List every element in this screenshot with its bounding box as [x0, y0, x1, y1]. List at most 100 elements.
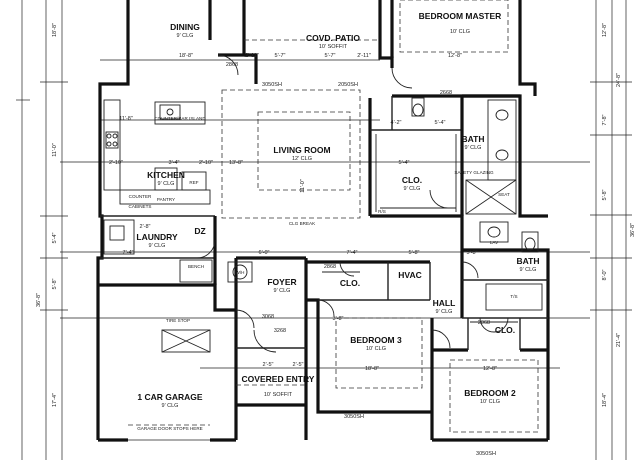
dim-right-7-8: 7'-8" — [602, 114, 608, 125]
room-hall-ceiling: 9' CLG — [436, 309, 453, 315]
dim-laundry-7-4: 7'-4" — [123, 250, 134, 256]
pantry — [154, 167, 178, 191]
water-heater-closet — [227, 261, 253, 283]
room-labels: DINING 9' CLG COVD. PATIO 10' SOFFIT BED… — [136, 11, 539, 409]
dim-dining-width: 18'-8" — [179, 53, 193, 59]
window-size-3050c: 3050SH — [476, 451, 496, 457]
dim-bedroom3-18-8: 18'-8" — [365, 366, 379, 372]
room-hall: HALL — [433, 298, 456, 308]
dim-master-width: 12'-8" — [448, 53, 462, 59]
dim-bath-5-4b: 5'-4" — [435, 120, 446, 126]
master-vanity — [487, 99, 517, 181]
note-lav: LAV — [490, 240, 499, 245]
range — [105, 131, 119, 149]
dim-patio-left: 5'-7" — [275, 53, 286, 59]
room-dining-ceiling: 9' CLG — [177, 33, 194, 39]
dim-right-36-8: 36'-8" — [630, 223, 636, 237]
room-bedroom3: BEDROOM 3 — [350, 335, 402, 345]
dim-kitchen-2-10b: 2'-10" — [199, 160, 213, 166]
room-foyer-ceiling: 9' CLG — [274, 288, 291, 294]
dim-left-11-0: 11'-0" — [52, 143, 58, 157]
refrigerator — [181, 171, 207, 191]
water-heater — [232, 264, 248, 280]
note-pantry: PANTRY — [157, 197, 175, 202]
room-closet-master-ceiling: 9' CLG — [404, 186, 421, 192]
room-bath-master-ceiling: 9' CLG — [465, 145, 482, 151]
dim-bath-5-4: 5'-4" — [399, 160, 410, 166]
dim-bedroom2-5-8: 5'-8" — [467, 250, 478, 256]
dim-foyer-7-4: 7'-4" — [347, 250, 358, 256]
room-patio: COVD. PATIO — [306, 33, 360, 43]
dim-covered-2-5a: 2'-5" — [263, 362, 274, 368]
room-covered-entry-ceiling: 10' SOFFIT — [264, 392, 293, 398]
window-size-3050a: 3050SH — [262, 82, 282, 88]
kitchen-counter-left — [103, 99, 121, 191]
room-dz: DZ — [194, 226, 205, 236]
dim-bedroom2-12-8: 12'-8" — [483, 366, 497, 372]
room-living-ceiling: 12' CLG — [292, 156, 312, 162]
fixtures — [103, 97, 543, 441]
dim-living-depth: 11'-0" — [300, 179, 306, 193]
door-swings — [196, 54, 509, 353]
dim-bath-4-2: 4'-2" — [391, 120, 402, 126]
room-closet-master: CLO. — [402, 175, 422, 185]
room-patio-ceiling: 10' SOFFIT — [319, 44, 348, 50]
door-size-2868b: 2868 — [324, 264, 336, 270]
note-counter-island: COUNTER/BAR ISLAND — [154, 116, 206, 121]
laundry-counter — [103, 219, 135, 255]
plan-notes: TIRE STOP GARAGE DOOR STOPS HERE SAFETY … — [129, 116, 518, 431]
dim-right-24-8: 24'-8" — [616, 73, 622, 87]
room-laundry-ceiling: 9' CLG — [149, 243, 166, 249]
kitchen-sink — [159, 104, 181, 120]
door-size-2668: 2668 — [440, 90, 452, 96]
room-master-ceiling: 10' CLG — [450, 29, 470, 35]
room-hvac: HVAC — [398, 270, 421, 280]
dim-right-18-4: 18'-4" — [602, 393, 608, 407]
dim-foyer-6-0: 6'-0" — [259, 250, 270, 256]
room-bath-master: BATH — [462, 134, 485, 144]
bath2-toilet — [521, 231, 539, 253]
note-tire-stop: TIRE STOP — [166, 318, 190, 323]
dim-patio-edge-left: 2'-11" — [245, 53, 259, 59]
room-bath2: BATH — [517, 256, 540, 266]
bath2-vanity — [479, 221, 509, 243]
dim-right-12-8: 12'-8" — [602, 23, 608, 37]
room-master: BEDROOM MASTER — [419, 11, 502, 21]
bench — [179, 259, 213, 283]
room-bath2-ceiling: 9' CLG — [520, 267, 537, 273]
ceiling-break-lines — [221, 0, 539, 433]
room-bedroom2-ceiling: 10' CLG — [480, 399, 500, 405]
room-bedroom3-ceiling: 10' CLG — [366, 346, 386, 352]
note-garage-door: GARAGE DOOR STOPS HERE — [137, 426, 203, 431]
room-laundry: LAUNDRY — [136, 232, 178, 242]
door-size-2068: 2068 — [478, 320, 490, 326]
room-closet-bedroom2: CLO. — [495, 325, 515, 335]
bath2-tub — [485, 283, 543, 311]
dim-bedroom3-3-8: 3'-8" — [333, 316, 344, 322]
window-size-2050: 2050SH — [338, 82, 358, 88]
dim-left-5-4: 5'-4" — [52, 232, 58, 243]
dim-left-18-8: 18'-8" — [52, 23, 58, 37]
room-dining: DINING — [170, 22, 200, 32]
room-garage-ceiling: 9' CLG — [162, 403, 179, 409]
door-size-3268: 3268 — [274, 328, 286, 334]
note-wh: W/H — [236, 270, 245, 275]
dim-patio-edge-right: 2'-11" — [357, 53, 371, 59]
room-closet-foyer: CLO. — [340, 278, 360, 288]
note-ref: REF — [189, 180, 198, 185]
dim-kitchen-3-4: 3'-4" — [169, 160, 180, 166]
note-counter: COUNTER — [129, 194, 152, 199]
dimension-lines — [16, 0, 632, 460]
room-kitchen: KITCHEN — [147, 170, 185, 180]
dim-kitchen-2-10: 2'-10" — [109, 160, 123, 166]
room-garage: 1 CAR GARAGE — [137, 392, 203, 402]
note-bench: BENCH — [188, 264, 204, 269]
walls — [96, 0, 550, 442]
room-living: LIVING ROOM — [273, 145, 330, 155]
dim-kitchen-2-8: 2'-8" — [140, 224, 151, 230]
door-size-2868: 2868 — [226, 62, 238, 68]
note-rod-shelf: R/S — [378, 209, 386, 214]
dim-left-5-8: 5'-8" — [52, 278, 58, 289]
dim-right-21-4: 21'-4" — [616, 333, 622, 347]
